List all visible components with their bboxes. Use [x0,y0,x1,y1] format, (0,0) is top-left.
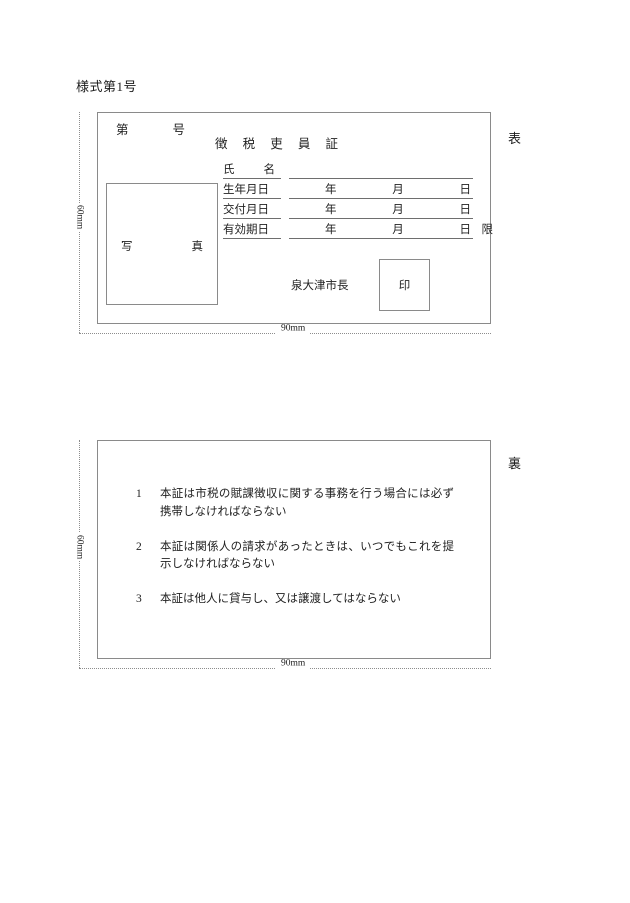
photo-label-right: 真 [191,241,204,253]
back-height-label: 60mm [74,533,85,562]
field-value-birthdate[interactable]: 年 月 日 [289,181,473,199]
issuedate-month-unit: 月 [392,204,404,216]
certificate-title: 徴 税 吏 員 証 [215,137,345,151]
note-number: 1 [136,488,142,500]
certificate-fields: 氏 名 生年月日 年 月 日 交付月日 [223,159,493,239]
certificate-number-suffix: 号 [172,123,186,137]
list-item: 2 本証は関係人の請求があったときは、いつでもこれを提示しなければならない [136,539,454,575]
issuedate-year-unit: 年 [325,204,337,216]
side-label-front: 表 [508,131,522,146]
expirydate-year-unit: 年 [325,224,337,236]
notes-list: 1 本証は市税の賦課徴収に関する事務を行う場合には必ず携帯しなければならない 2… [136,486,454,626]
list-item: 3 本証は他人に貸与し、又は譲渡してはならない [136,591,454,609]
field-value-issuedate[interactable]: 年 月 日 [289,201,473,219]
official-seal-box: 印 [379,259,430,311]
front-width-guide: 90mm [79,324,491,334]
expirydate-suffix: 限 [481,224,494,236]
back-width-label: 90mm [276,659,311,669]
field-value-name[interactable] [289,177,473,179]
note-number: 3 [136,593,142,606]
field-label-birthdate: 生年月日 [223,181,281,199]
field-row-expirydate: 有効期日 年 月 日 限 [223,219,493,239]
field-row-birthdate: 生年月日 年 月 日 [223,179,473,199]
issuer-name: 泉大津市長 [291,280,349,292]
field-label-name: 氏 名 [223,161,281,179]
field-row-name: 氏 名 [223,159,473,179]
list-item: 1 本証は市税の賦課徴収に関する事務を行う場合には必ず携帯しなければならない [136,486,454,522]
expirydate-month-unit: 月 [392,224,404,236]
photo-label-left: 写 [121,241,133,253]
field-label-issuedate: 交付月日 [223,201,281,219]
field-value-expirydate[interactable]: 年 月 日 限 [289,221,493,239]
certificate-back-card: 1 本証は市税の賦課徴収に関する事務を行う場合には必ず携帯しなければならない 2… [97,440,491,659]
birthdate-day-unit: 日 [459,184,472,196]
birthdate-month-unit: 月 [392,184,404,196]
note-text: 本証は他人に貸与し、又は譲渡してはならない [160,593,401,606]
front-height-label: 60mm [74,203,85,232]
issuedate-day-unit: 日 [459,204,472,216]
photo-placeholder-box: 写 真 [106,183,218,305]
certificate-number-prefix: 第 [116,123,129,137]
note-number: 2 [136,540,142,553]
side-label-back: 裏 [508,456,522,471]
form-number-heading: 様式第1号 [76,79,138,94]
field-row-issuedate: 交付月日 年 月 日 [223,199,473,219]
certificate-front-card: 第号 徴 税 吏 員 証 写 真 氏 名 生年月日 [97,112,493,324]
note-text: 本証は市税の賦課徴収に関する事務を行う場合には必ず携帯しなければならない [160,488,454,518]
expirydate-day-unit: 日 [459,224,472,236]
seal-label: 印 [398,280,411,292]
photo-label: 写 真 [107,238,217,254]
birthdate-year-unit: 年 [325,184,337,196]
note-text: 本証は関係人の請求があったときは、いつでもこれを提示しなければならない [160,540,454,571]
front-width-label: 90mm [276,324,311,334]
field-label-expirydate: 有効期日 [223,221,281,239]
back-width-guide: 90mm [79,659,491,669]
certificate-number-row: 第号 [116,119,185,138]
